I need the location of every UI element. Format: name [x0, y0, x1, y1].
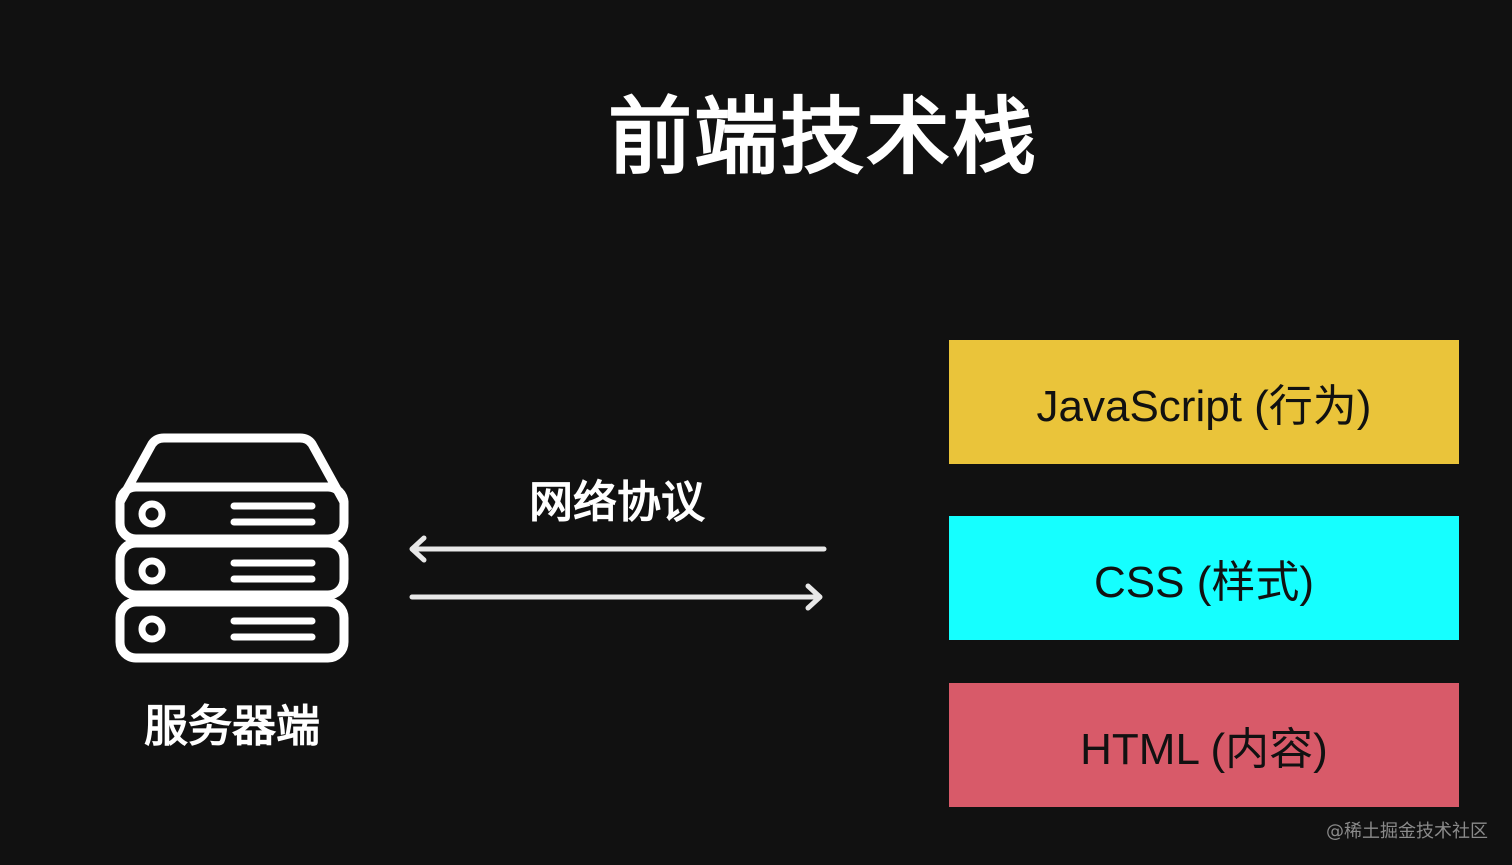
- layer-css: CSS (样式): [949, 516, 1459, 640]
- page-title: 前端技术栈: [607, 88, 1038, 186]
- watermark: @稀土掘金技术社区: [1326, 821, 1488, 842]
- server-label: 服务器端: [144, 701, 320, 752]
- layer-html: HTML (内容): [949, 683, 1459, 807]
- layer-javascript: JavaScript (行为): [949, 340, 1459, 464]
- bidirectional-arrows: [409, 535, 827, 611]
- protocol-label: 网络协议: [529, 477, 705, 528]
- server-icon: [115, 433, 349, 663]
